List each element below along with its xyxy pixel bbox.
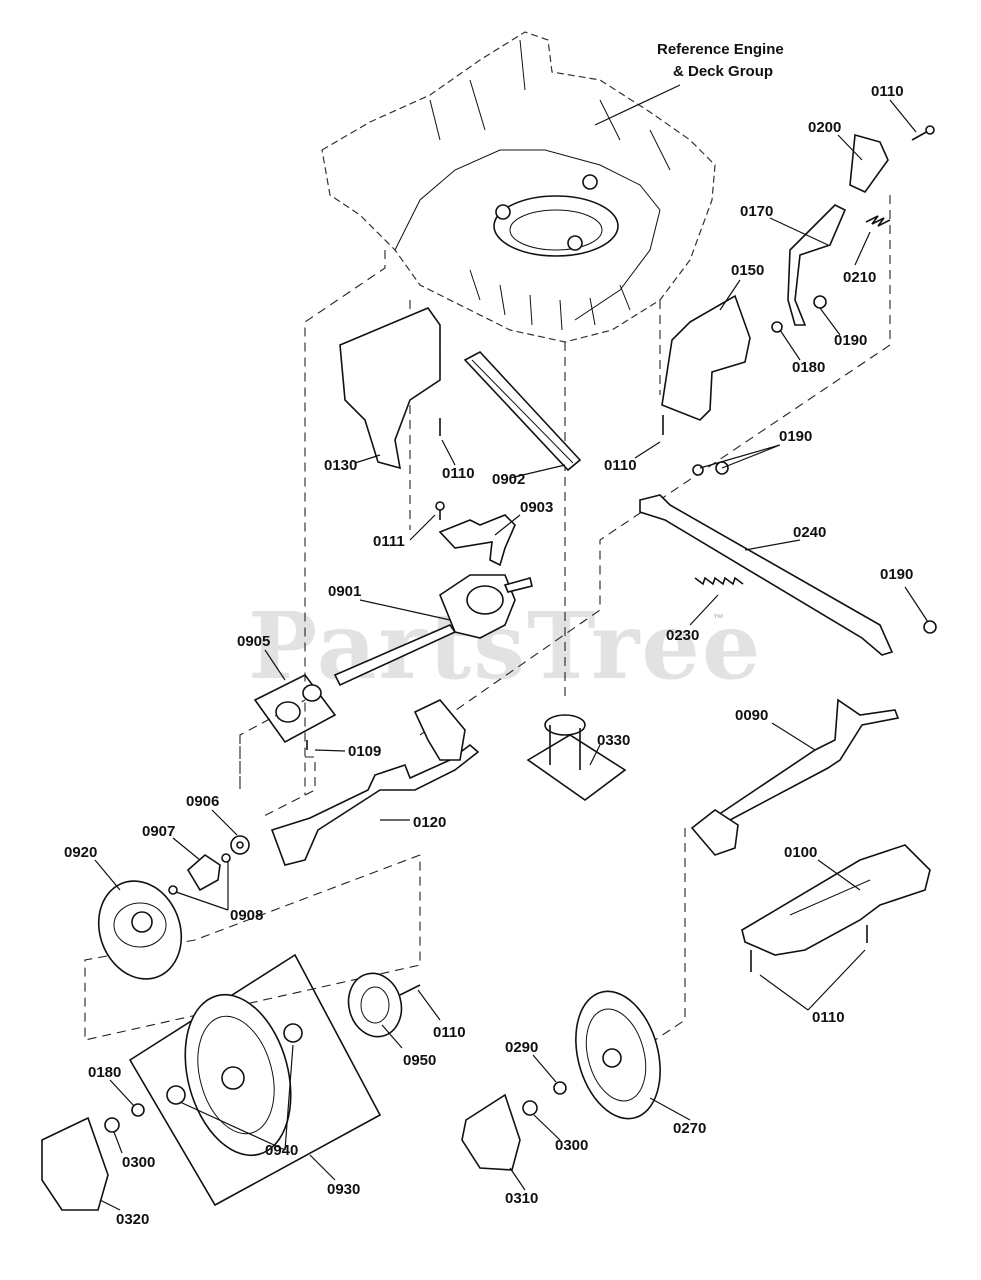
part-0903-bracket bbox=[438, 514, 516, 567]
part-0170-lever bbox=[787, 204, 847, 326]
watermark-trademark: ™ bbox=[713, 613, 724, 625]
part-0300-nut-a bbox=[104, 1117, 120, 1133]
part-0907-pinion bbox=[186, 853, 221, 892]
part-label-0330: 0330 bbox=[597, 732, 630, 749]
part-label-0270: 0270 bbox=[673, 1120, 706, 1137]
part-0330-adapter bbox=[526, 734, 627, 801]
part-label-0200: 0200 bbox=[808, 119, 841, 136]
part-0150-bracket bbox=[661, 294, 751, 421]
part-label-0230: 0230 bbox=[666, 627, 699, 644]
part-label-0901: 0901 bbox=[328, 583, 361, 600]
part-0180-washer-a bbox=[771, 321, 783, 333]
part-label-0180-a: 0180 bbox=[792, 359, 825, 376]
part-0290-washer bbox=[553, 1081, 567, 1095]
part-label-0905: 0905 bbox=[237, 633, 270, 650]
reference-note-line2: & Deck Group bbox=[673, 63, 773, 80]
part-label-0903: 0903 bbox=[520, 499, 553, 516]
reference-note-line1: Reference Engine bbox=[657, 41, 784, 58]
screw-head-top bbox=[925, 125, 935, 135]
part-0210-spring bbox=[865, 215, 891, 227]
part-label-0190-c: 0190 bbox=[880, 566, 913, 583]
part-label-0300-a: 0300 bbox=[122, 1154, 155, 1171]
part-0120-axle bbox=[270, 743, 480, 866]
leader-lines bbox=[94, 84, 929, 1211]
part-label-0110-a: 0110 bbox=[871, 83, 904, 100]
part-label-0907: 0907 bbox=[142, 823, 175, 840]
part-label-0908: 0908 bbox=[230, 907, 263, 924]
part-label-0190-a: 0190 bbox=[834, 332, 867, 349]
part-label-0100: 0100 bbox=[784, 844, 817, 861]
part-label-0906: 0906 bbox=[186, 793, 219, 810]
part-label-0920: 0920 bbox=[64, 844, 97, 861]
part-0905-kit-frame bbox=[253, 673, 337, 744]
part-label-0120: 0120 bbox=[413, 814, 446, 831]
part-0300-nut-b bbox=[522, 1100, 538, 1116]
part-label-0290: 0290 bbox=[505, 1039, 538, 1056]
part-label-0940: 0940 bbox=[265, 1142, 298, 1159]
part-0180-washer-b bbox=[131, 1103, 145, 1117]
part-0190-washer-a bbox=[813, 295, 827, 309]
part-0240-rod bbox=[639, 494, 894, 656]
part-0320-hub-cap bbox=[41, 1116, 109, 1211]
part-0901-axle bbox=[333, 624, 457, 687]
part-0100-bracket bbox=[741, 844, 931, 956]
part-label-0090: 0090 bbox=[735, 707, 768, 724]
part-label-0210: 0210 bbox=[843, 269, 876, 286]
part-0090-axle bbox=[716, 698, 900, 821]
part-0110-bolt-e bbox=[399, 984, 421, 996]
part-label-0130: 0130 bbox=[324, 457, 357, 474]
part-label-0109: 0109 bbox=[348, 743, 381, 760]
part-label-0110-b: 0110 bbox=[442, 465, 475, 482]
part-0950-gear bbox=[347, 972, 403, 1038]
part-0200-cover bbox=[849, 133, 889, 194]
part-label-0110-e: 0110 bbox=[433, 1024, 466, 1041]
part-label-0240: 0240 bbox=[793, 524, 826, 541]
part-0130-belt-cover bbox=[339, 307, 441, 470]
part-0940-bearing-b bbox=[166, 1085, 186, 1105]
part-0190-washer-b1 bbox=[692, 464, 704, 476]
part-label-0110-d: 0110 bbox=[812, 1009, 845, 1026]
part-label-0111: 0111 bbox=[373, 533, 405, 550]
part-0190-washer-c bbox=[923, 620, 937, 634]
part-label-0930: 0930 bbox=[327, 1181, 360, 1198]
part-0908-clip-b bbox=[168, 885, 178, 895]
part-label-0902: 0902 bbox=[492, 471, 525, 488]
part-label-0170: 0170 bbox=[740, 203, 773, 220]
part-label-0190-b: 0190 bbox=[779, 428, 812, 445]
part-0908-clip-a bbox=[221, 853, 231, 863]
deck-group-outline bbox=[321, 31, 716, 343]
part-0230-spring bbox=[694, 576, 744, 586]
part-0930-kit-frame bbox=[128, 953, 382, 1207]
part-label-0300-b: 0300 bbox=[555, 1137, 588, 1154]
part-0310-hub-cap bbox=[461, 1093, 521, 1171]
part-label-0950: 0950 bbox=[403, 1052, 436, 1069]
part-label-0310: 0310 bbox=[505, 1190, 538, 1207]
part-label-0180-b: 0180 bbox=[88, 1064, 121, 1081]
screw-head-0111 bbox=[435, 501, 445, 511]
part-label-0320: 0320 bbox=[116, 1211, 149, 1228]
part-label-0110-c: 0110 bbox=[604, 457, 637, 474]
part-0940-bearing-a bbox=[283, 1023, 303, 1043]
part-label-0150: 0150 bbox=[731, 262, 764, 279]
